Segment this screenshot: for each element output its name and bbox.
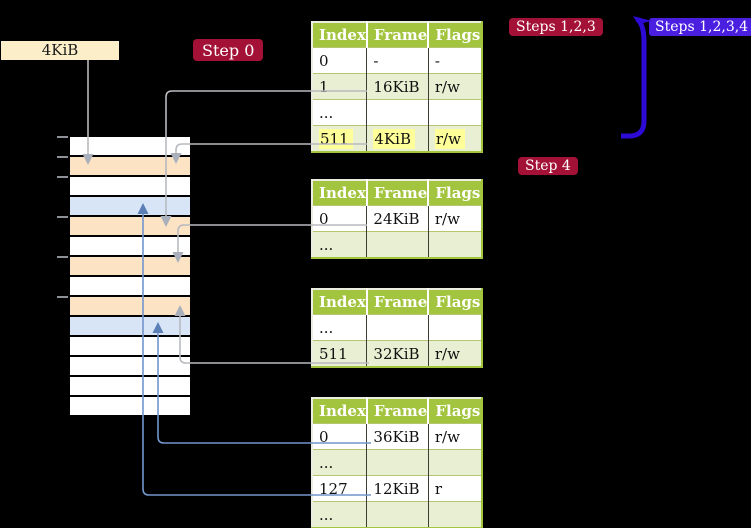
table-cell [428,314,483,341]
table-cell [366,314,429,341]
badge-step-4: Step 4 [518,157,578,175]
table-row: 0 36KiB r/w [312,423,483,450]
table-row: 0 24KiB r/w [312,205,483,232]
table-cell: r/w [428,340,483,367]
table-cell: - [366,47,429,74]
badge-steps-1-2-3: Steps 1,2,3 [509,18,603,36]
column-header: Frame [366,289,430,315]
table-cell [366,449,429,476]
memory-row-8 [70,297,190,315]
table-row: ... [312,231,483,258]
table-row: 511 32KiB r/w [312,340,483,367]
highlighted-cell: 4KiB [366,125,429,152]
table-row: 127 12KiB r [312,475,483,502]
memory-row-7 [70,277,190,295]
tick-mark [57,256,68,258]
table-cell: ... [312,231,368,258]
tick-mark [57,176,68,178]
table-cell [366,501,429,528]
column-header: Flags [428,180,483,206]
table-cell [366,99,429,126]
column-header: Frame [366,180,430,206]
table-cell [428,231,483,258]
table-cell: 32KiB [366,340,429,367]
table-cell: 0 [312,47,368,74]
page-table-level-1: Index Frame Flags 0 36KiB r/w ... 127 12… [311,397,484,528]
table-row: ... [312,501,483,528]
table-row: 0 - - [312,47,483,74]
memory-row-6 [70,257,190,275]
table-cell [428,99,483,126]
memory-row-13 [70,397,190,415]
table-cell: 0 [312,205,368,232]
memory-row-10 [70,337,190,355]
memory-row-9 [70,317,190,335]
column-header: Flags [428,289,483,315]
table-cell: 16KiB [366,73,429,100]
memory-row-3 [70,197,190,215]
table-cell: 24KiB [366,205,429,232]
memory-row-0 [70,137,190,155]
table-cell: - [428,47,483,74]
column-header: Index [312,289,368,315]
memory-row-4 [70,217,190,235]
table-cell: 0 [312,423,368,450]
tick-mark [57,156,68,158]
badge-steps-1-2-3-4: Steps 1,2,3,4 [649,18,751,36]
table-cell: 12KiB [366,475,429,502]
column-header: Index [312,398,368,424]
tick-mark [57,296,68,298]
memory-row-11 [70,357,190,375]
table-row: 1 16KiB r/w [312,73,483,100]
table-cell [428,449,483,476]
table-cell: ... [312,99,368,126]
column-header: Flags [428,398,483,424]
table-row: ... [312,449,483,476]
memory-row-2 [70,177,190,195]
table-cell: r/w [428,205,483,232]
table-row: ... [312,99,483,126]
column-header: Index [312,22,368,48]
table-row-highlighted: 511 4KiB r/w [312,125,483,152]
page-table-level-2: Index Frame Flags ... 511 32KiB r/w [311,288,484,368]
table-cell [366,231,429,258]
tick-mark [57,136,68,138]
highlighted-cell: r/w [428,125,483,152]
page-table-level-3: Index Frame Flags 0 24KiB r/w ... [311,179,484,259]
column-header: Frame [366,22,430,48]
table-cell: r/w [428,423,483,450]
table-cell: 127 [312,475,368,502]
column-header: Index [312,180,368,206]
table-cell: ... [312,314,368,341]
table-row: ... [312,314,483,341]
frame-size-label: 4KiB [1,41,119,60]
table-cell: 1 [312,73,368,100]
table-cell: r [428,475,483,502]
table-cell: ... [312,449,368,476]
memory-row-5 [70,237,190,255]
memory-row-1 [70,157,190,175]
table-cell: 511 [312,340,368,367]
physical-memory-stack [70,137,190,415]
table-cell [428,501,483,528]
table-cell: ... [312,501,368,528]
highlighted-cell: 511 [312,125,368,152]
tick-mark [57,216,68,218]
table-cell: r/w [428,73,483,100]
memory-row-12 [70,377,190,395]
badge-step-0: Step 0 [193,39,264,61]
table-cell: 36KiB [366,423,429,450]
page-table-level-4: Index Frame Flags 0 - - 1 16KiB r/w ... … [311,21,484,153]
column-header: Frame [366,398,430,424]
column-header: Flags [428,22,483,48]
recursive-loop-arrow [621,16,652,139]
